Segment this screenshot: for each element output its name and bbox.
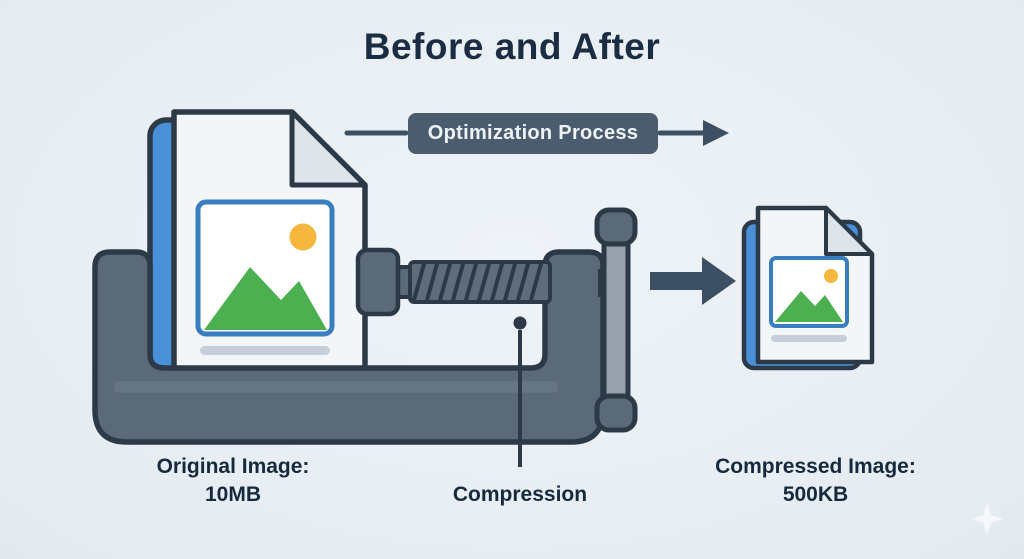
- compressed-image-label: Compressed Image: 500KB: [688, 453, 943, 509]
- screw-shaft: [408, 260, 552, 304]
- original-image-label-line1: Original Image:: [156, 455, 310, 478]
- file-folded-corner: [289, 109, 368, 188]
- diagram-title: Before and After: [363, 26, 661, 67]
- mountains-icon: [204, 267, 327, 330]
- process-arrow-head: [703, 120, 729, 146]
- original-image-size: 10MB: [204, 483, 262, 506]
- small-file-text-line: [771, 335, 847, 342]
- clamp-handle-icon: [594, 207, 638, 433]
- small-sun-icon: [824, 269, 838, 283]
- right-arrow-shaft: [650, 272, 702, 290]
- clamp-screw-icon: [355, 247, 552, 317]
- screw-threads: [412, 262, 543, 302]
- process-label-badge: Optimization Process: [408, 113, 658, 154]
- clamp-frame-highlight: [114, 381, 558, 393]
- right-arrow-icon: [650, 257, 736, 305]
- compressed-image-label-line1: Compressed Image:: [715, 455, 916, 478]
- small-image-thumbnail: [769, 256, 849, 328]
- handle-cap-top: [594, 207, 638, 247]
- original-image-label: Original Image: 10MB: [118, 453, 348, 509]
- compression-pointer-dot: [513, 316, 527, 330]
- c-clamp-icon: [92, 207, 638, 445]
- compression-pointer: [513, 316, 527, 467]
- compressed-image-file-icon: [741, 205, 875, 371]
- image-file-icon: [147, 109, 368, 388]
- compression-label-text: Compression: [452, 483, 588, 506]
- clamp-frame: [92, 249, 606, 445]
- file-text-line: [200, 346, 330, 355]
- compression-label: Compression: [420, 481, 620, 509]
- sparkle-icon: [971, 503, 1003, 535]
- small-file-folded-corner: [824, 206, 874, 256]
- compressed-image-size: 500KB: [782, 483, 849, 506]
- image-thumbnail: [195, 199, 335, 337]
- process-arrow: [344, 120, 729, 146]
- sun-icon: [289, 223, 317, 251]
- screw-press-pad: [355, 247, 401, 317]
- handle-cap-bottom: [594, 393, 638, 433]
- small-mountains-icon: [775, 291, 843, 322]
- right-arrow-head: [702, 257, 736, 305]
